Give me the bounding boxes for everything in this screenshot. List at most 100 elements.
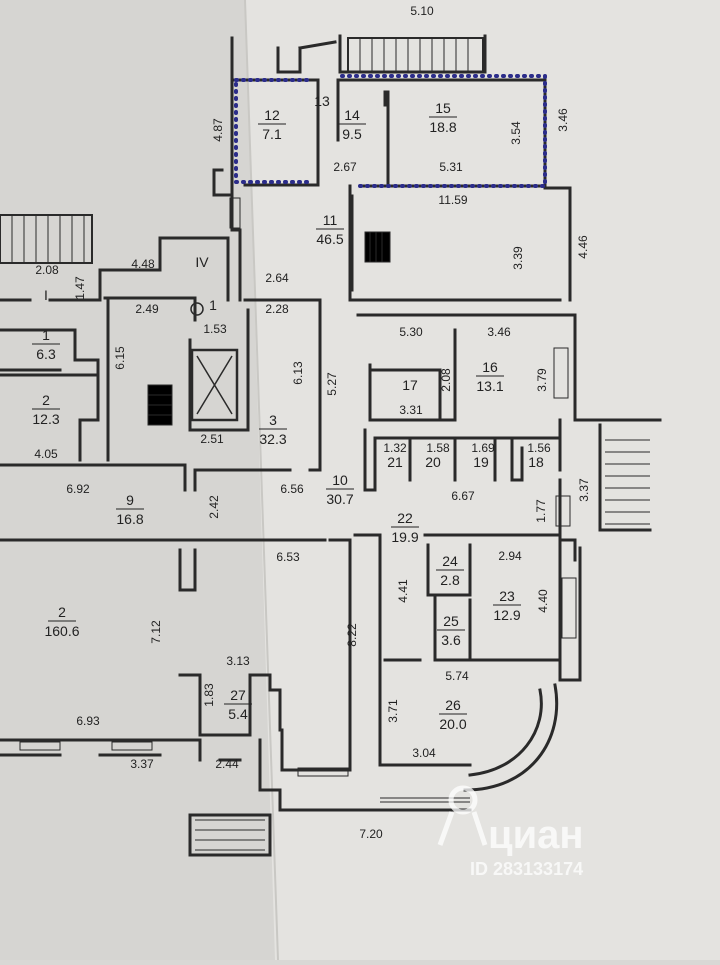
- cian-logo-icon: [448, 785, 478, 815]
- room-area: 32.3: [259, 431, 286, 447]
- room-number: 3: [269, 412, 277, 428]
- dimension-label: 3.46: [556, 108, 570, 132]
- room-number: 17: [402, 377, 418, 393]
- dimension-label: 8.22: [345, 623, 359, 647]
- dimension-label: 11.59: [438, 193, 467, 207]
- cian-logo-icon: [437, 811, 488, 846]
- dimension-label: 6.53: [276, 550, 300, 564]
- room-number: 18: [528, 454, 544, 470]
- dimension-label: 1.77: [534, 499, 548, 523]
- dimension-label: 5.31: [439, 160, 463, 174]
- stair-treads: [11, 38, 650, 851]
- room-area: 5.4: [228, 706, 248, 722]
- room-area: 18.8: [429, 119, 456, 135]
- room-area: 160.6: [44, 623, 79, 639]
- room-area: 12.3: [32, 411, 59, 427]
- dimension-label: 4.41: [396, 579, 410, 603]
- windows: [19, 197, 577, 803]
- dimension-label: 6.67: [451, 489, 475, 503]
- dimension-label: 2.51: [200, 432, 224, 446]
- room-number: 14: [344, 107, 360, 123]
- room-number: 15: [435, 100, 451, 116]
- room-number: IV: [195, 254, 209, 270]
- room-number: 10: [332, 472, 348, 488]
- room-number: 1: [42, 327, 50, 343]
- room-area: 7.1: [262, 126, 282, 142]
- dimension-label: 5.74: [445, 669, 469, 683]
- dimension-label: 4.05: [34, 447, 58, 461]
- highlight-boundary: [234, 74, 547, 188]
- dimension-label: 2.28: [265, 302, 289, 316]
- room-number: 12: [264, 107, 280, 123]
- room-area: 6.3: [36, 346, 56, 362]
- dimension-label: 2.67: [333, 160, 357, 174]
- dimension-label: 3.37: [130, 757, 154, 771]
- watermark-id: ID 283133174: [470, 859, 583, 879]
- dimension-label: 5.30: [399, 325, 423, 339]
- dimension-label: 3.54: [509, 121, 523, 145]
- dimension-label: 7.12: [149, 620, 163, 644]
- dimension-label: 1.47: [73, 276, 87, 300]
- room-area: 3.6: [441, 632, 461, 648]
- dimension-label: 3.31: [399, 403, 423, 417]
- dimension-label: 1.56: [527, 441, 551, 455]
- room-number: 23: [499, 588, 515, 604]
- room-number: 20: [425, 454, 441, 470]
- dimension-label: 2.64: [265, 271, 289, 285]
- dimension-label: 2.94: [498, 549, 522, 563]
- dimension-label: 3.71: [386, 699, 400, 723]
- column-marker: [190, 302, 204, 316]
- room-area: 19.9: [391, 529, 418, 545]
- dimension-label: 6.15: [113, 346, 127, 370]
- dimension-label: 6.56: [280, 482, 304, 496]
- room-number: 25: [443, 613, 459, 629]
- dimension-label: 1.69: [471, 441, 495, 455]
- dimension-label: 3.39: [511, 246, 525, 270]
- paper-sheet: [245, 0, 720, 960]
- room-area: 30.7: [326, 491, 353, 507]
- room-number: 16: [482, 359, 498, 375]
- dimension-label: 6.92: [66, 482, 90, 496]
- room-area: 13.1: [476, 378, 503, 394]
- paper-sheet: [0, 0, 275, 960]
- elevator-shaft: [196, 355, 233, 415]
- dimension-label: 7.20: [359, 827, 383, 841]
- dimension-label: 1.32: [383, 441, 407, 455]
- room-area: 46.5: [316, 231, 343, 247]
- room-number: 26: [445, 697, 461, 713]
- cian-watermark: циан ID 283133174: [437, 785, 584, 879]
- room-number: I: [44, 287, 48, 303]
- watermark-brand: циан: [488, 813, 584, 857]
- room-area: 12.9: [493, 607, 520, 623]
- dimension-label: 3.13: [226, 654, 250, 668]
- dimension-label: 1.83: [202, 683, 216, 707]
- dimension-label: 4.40: [536, 589, 550, 613]
- dimension-label: 2.42: [207, 495, 221, 519]
- dimension-label: 2.08: [439, 368, 453, 392]
- dimension-label: 4.48: [131, 257, 155, 271]
- room-number: 27: [230, 687, 246, 703]
- dimension-label: 5.10: [410, 4, 434, 18]
- room-number: 2: [58, 604, 66, 620]
- dimension-label: 1.58: [426, 441, 450, 455]
- dimension-label: 2.49: [135, 302, 159, 316]
- dimension-label: 2.44: [215, 757, 239, 771]
- dimension-label: 4.46: [576, 235, 590, 259]
- room-number: 21: [387, 454, 403, 470]
- room-number: 9: [126, 492, 134, 508]
- room-number: 13: [314, 93, 330, 109]
- room-number: 1: [209, 297, 217, 313]
- dimension-label: 3.04: [412, 746, 436, 760]
- room-area: 2.8: [440, 572, 460, 588]
- paper-fold: [244, 0, 279, 961]
- room-number: 19: [473, 454, 489, 470]
- dimension-label: 6.93: [76, 714, 100, 728]
- room-number: 11: [323, 212, 338, 228]
- dimension-label: 4.87: [211, 118, 225, 142]
- room-area: 16.8: [116, 511, 143, 527]
- dimension-label: 5.27: [325, 372, 339, 396]
- dimension-label: 1.53: [203, 322, 227, 336]
- room-number: 2: [42, 392, 50, 408]
